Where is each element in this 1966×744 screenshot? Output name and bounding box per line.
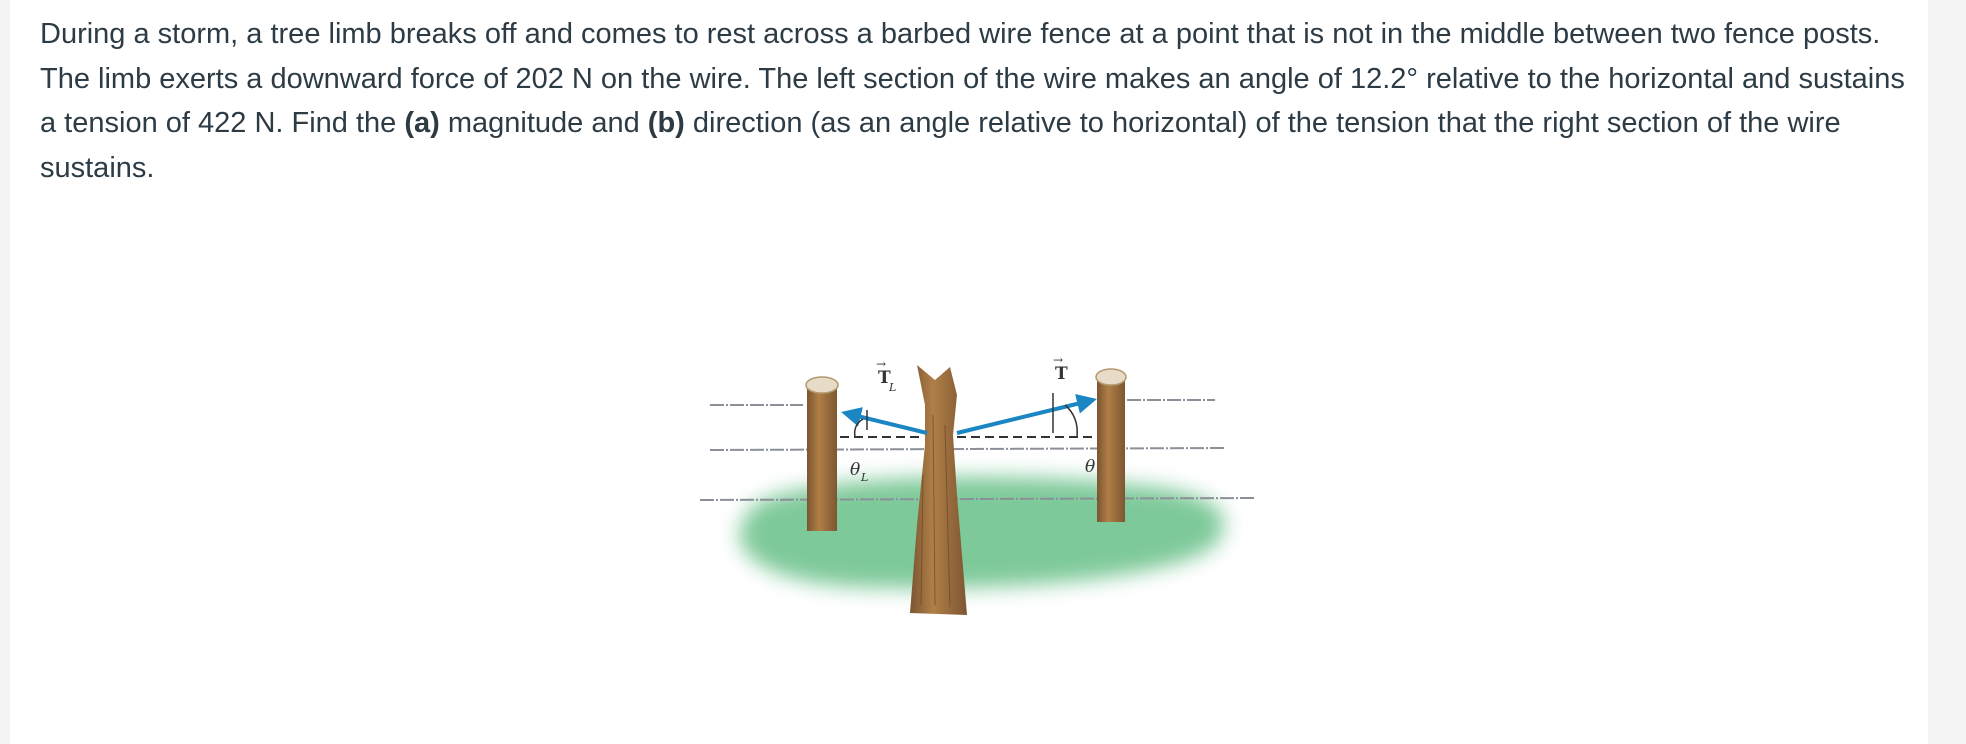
svg-text:L: L bbox=[888, 381, 896, 394]
content-panel: During a storm, a tree limb breaks off a… bbox=[10, 0, 1928, 744]
part-a-marker: (a) bbox=[404, 107, 440, 139]
wire-bottom bbox=[699, 497, 1256, 501]
part-b-marker: (b) bbox=[647, 107, 685, 139]
barbed-wires bbox=[699, 399, 1256, 501]
theta-left-label: θ L bbox=[850, 460, 868, 484]
problem-text-part1: During a storm, a tree limb breaks off a… bbox=[40, 18, 1905, 139]
problem-text: During a storm, a tree limb breaks off a… bbox=[40, 12, 1920, 190]
problem-text-part3: direction (as an angle relative to horiz… bbox=[40, 107, 1841, 184]
fence-tree-figure: T L → T → θ L θ bbox=[695, 355, 1265, 625]
tension-arrows bbox=[841, 394, 1097, 435]
svg-text:θ: θ bbox=[1085, 457, 1095, 477]
tension-left-label: T L → bbox=[876, 357, 896, 394]
left-fence-post bbox=[805, 376, 839, 531]
svg-text:T: T bbox=[878, 368, 891, 388]
tree-trunk bbox=[910, 365, 967, 615]
svg-text:T: T bbox=[1055, 364, 1068, 384]
angle-arcs bbox=[853, 393, 1078, 438]
svg-text:L: L bbox=[860, 471, 868, 484]
right-fence-post bbox=[1095, 368, 1127, 522]
problem-text-part2: magnitude and bbox=[439, 107, 648, 139]
tension-left-arrow bbox=[841, 407, 928, 435]
wire-middle bbox=[709, 447, 1226, 451]
tension-right-label: T → bbox=[1053, 355, 1068, 384]
svg-text:→: → bbox=[876, 357, 886, 371]
tension-right-arrow bbox=[956, 394, 1097, 435]
svg-text:θ: θ bbox=[850, 460, 860, 480]
svg-text:→: → bbox=[1053, 355, 1063, 367]
theta-right-label: θ bbox=[1085, 457, 1095, 477]
